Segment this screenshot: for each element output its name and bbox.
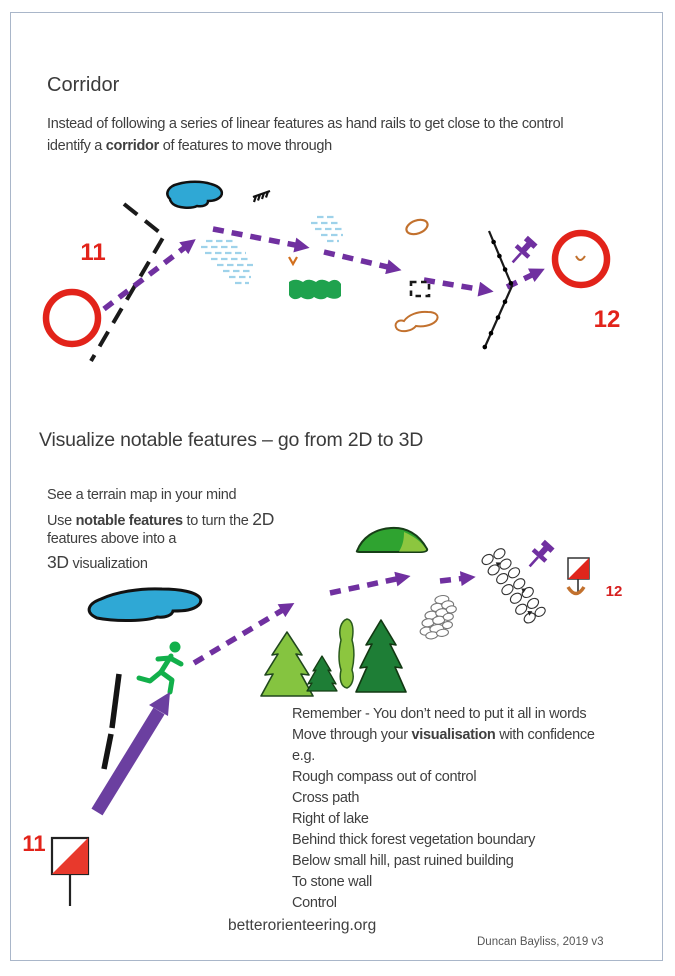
intro-line4-post: visualization [68, 556, 148, 572]
footer-credit: Duncan Bayliss, 2019 v3 [477, 936, 604, 948]
footer-website: betterorienteering.org [228, 917, 377, 934]
step-item: Cross path [292, 790, 360, 806]
step-item: Below small hill, past ruined building [292, 853, 514, 869]
visualize-title: Visualize notable features – go from 2D … [39, 429, 424, 451]
corridor-body-line1: Instead of following a series of linear … [47, 116, 564, 132]
intro-line2-bold: notable features [75, 513, 184, 529]
intro-line2: Use notable features to turn the 2D [47, 509, 274, 530]
intro-line4-big: 3D [47, 552, 69, 572]
step-item: Behind thick forest vegetation boundary [292, 832, 536, 848]
remember-line2-pre: Move through your [292, 727, 412, 743]
step-item: Right of lake [292, 811, 369, 827]
step-item: Control [292, 895, 337, 911]
remember-line1: Remember - You don’t need to put it all … [292, 706, 587, 722]
intro-line1: See a terrain map in your mind [47, 487, 237, 503]
body-line2-bold: corridor [105, 138, 160, 154]
step-item: e.g. [292, 748, 315, 764]
body-line2-pre: identify a [47, 138, 106, 154]
remember-line2-bold: visualisation [411, 727, 496, 743]
intro-line2-big: 2D [252, 509, 275, 529]
step-item: To stone wall [292, 874, 372, 890]
intro-line2-mid: to turn the [182, 513, 253, 529]
intro-line2-pre: Use [47, 513, 76, 529]
step-item: Rough compass out of control [292, 769, 477, 785]
body-line2-post: of features to move through [158, 138, 333, 154]
remember-line2: Move through your visualisation with con… [292, 727, 595, 743]
remember-line2-post: with confidence [495, 727, 595, 743]
intro-line3: features above into a [47, 531, 177, 547]
corridor-body-line2: identify a corridor of features to move … [47, 138, 332, 154]
corridor-title: Corridor [47, 74, 120, 96]
intro-line4: 3D visualization [47, 552, 148, 573]
